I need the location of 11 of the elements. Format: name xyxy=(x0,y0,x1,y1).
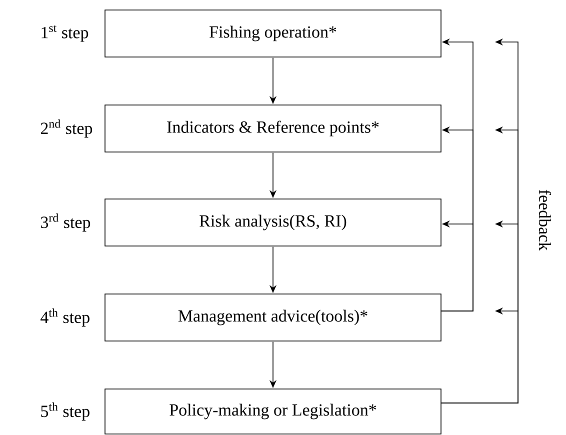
step-label: 5$^{th}$ step xyxy=(41,402,90,421)
step-box: Policy-making or Legislation* xyxy=(104,388,442,434)
step-box: Indicators & Reference points* xyxy=(104,104,442,152)
step-box: Risk analysis(RS, RI) xyxy=(104,198,442,246)
step-label: 1$^{st}$ step xyxy=(42,25,88,42)
feedback-label: feedback xyxy=(538,190,552,251)
step-box: Fishing operation* xyxy=(104,10,442,58)
step-label: 3$^{rd}$ step xyxy=(41,213,90,232)
step-label: 2$^{nd}$ step xyxy=(40,119,92,138)
step-label: 4$^{th}$ step xyxy=(40,308,90,327)
step-box: Management advice(tools)* xyxy=(104,294,442,342)
